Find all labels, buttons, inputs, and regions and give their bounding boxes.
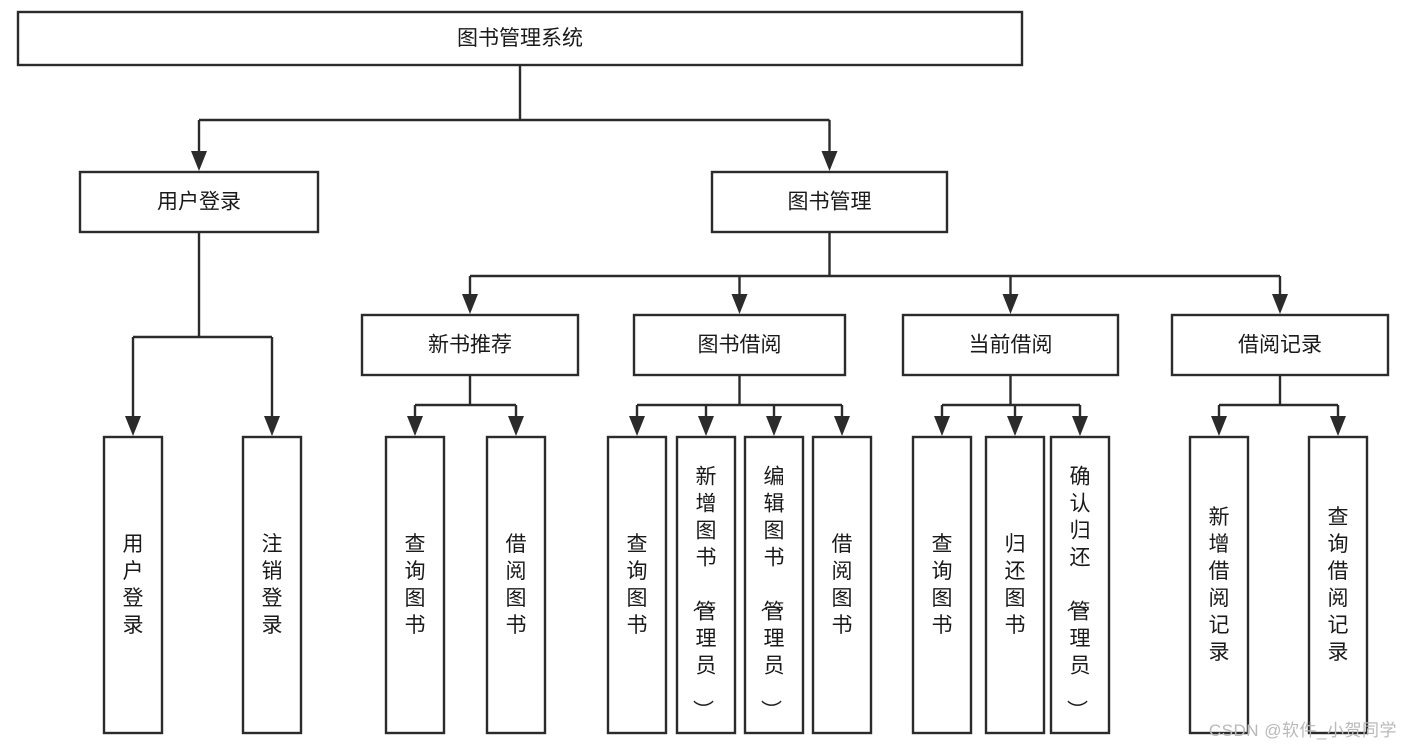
node-new-book-rec[interactable]: 新书推荐 xyxy=(360,313,580,377)
node-user-login[interactable]: 用户登录 xyxy=(78,170,320,234)
edge-arrow-leaf-query-book-bw xyxy=(629,416,645,436)
node-box-book-manage xyxy=(710,170,949,234)
node-label-book-borrow: 图书借阅 xyxy=(698,334,782,357)
edge-arrow-user-login xyxy=(191,151,207,171)
node-label-leaf-edit-book: 编辑图书（管理员） xyxy=(759,466,785,721)
edge-group-root xyxy=(191,65,838,171)
node-box-leaf-add-book xyxy=(675,435,737,735)
node-borrow-record[interactable]: 借阅记录 xyxy=(1170,313,1390,377)
edge-arrow-leaf-borrow-book-bw xyxy=(834,416,850,436)
node-leaf-add-book[interactable]: 新增图书（管理员） xyxy=(675,435,737,735)
node-leaf-add-record[interactable]: 新增借阅记录 xyxy=(1188,435,1250,735)
node-label-leaf-query-book-rec: 查询图书 xyxy=(405,533,426,637)
node-box-leaf-user-login xyxy=(102,435,164,735)
edge-group-current-borrow xyxy=(934,375,1088,436)
node-box-leaf-borrow-book-bw xyxy=(811,435,873,735)
edge-group-book-manage xyxy=(462,232,1288,314)
node-box-leaf-query-book-cb xyxy=(911,435,973,735)
node-label-leaf-query-book-bw: 查询图书 xyxy=(627,533,648,637)
node-box-leaf-query-book-rec xyxy=(384,435,446,735)
edge-arrow-leaf-add-record xyxy=(1211,416,1227,436)
node-box-leaf-edit-book xyxy=(743,435,805,735)
edge-arrow-book-manage xyxy=(821,151,838,171)
edge-arrow-leaf-borrow-book-rec xyxy=(508,416,524,436)
node-leaf-borrow-book-rec[interactable]: 借阅图书 xyxy=(485,435,547,735)
node-label-leaf-query-record: 查询借阅记录 xyxy=(1328,506,1349,664)
node-label-leaf-query-book-cb: 查询图书 xyxy=(932,533,953,637)
edge-arrow-leaf-confirm-return xyxy=(1072,416,1088,436)
node-leaf-borrow-book-bw[interactable]: 借阅图书 xyxy=(811,435,873,735)
node-label-borrow-record: 借阅记录 xyxy=(1238,334,1322,357)
node-box-root xyxy=(16,10,1024,67)
edge-group-user-login xyxy=(125,232,280,436)
node-box-leaf-add-record xyxy=(1188,435,1250,735)
node-label-leaf-logout: 注销登录 xyxy=(262,533,283,637)
node-box-leaf-confirm-return xyxy=(1049,435,1111,735)
node-leaf-logout[interactable]: 注销登录 xyxy=(241,435,303,735)
edge-arrow-leaf-return-book xyxy=(1007,416,1023,436)
node-label-leaf-return-book: 归还图书 xyxy=(1005,533,1026,637)
node-label-leaf-add-book: 新增图书（管理员） xyxy=(691,466,717,721)
node-leaf-query-book-bw[interactable]: 查询图书 xyxy=(606,435,668,735)
edge-group-book-borrow xyxy=(629,375,850,436)
node-label-user-login: 用户登录 xyxy=(157,191,241,214)
node-layer: 图书管理系统用户登录图书管理新书推荐图书借阅当前借阅借阅记录用户登录注销登录查询… xyxy=(16,10,1390,735)
node-label-leaf-confirm-return: 确认归还（管理员） xyxy=(1065,466,1091,721)
node-box-leaf-query-record xyxy=(1307,435,1369,735)
node-box-leaf-query-book-bw xyxy=(606,435,668,735)
node-box-current-borrow xyxy=(901,313,1120,377)
edge-arrow-new-book-rec xyxy=(462,294,478,314)
edge-arrow-leaf-edit-book xyxy=(766,416,782,436)
node-box-leaf-return-book xyxy=(984,435,1046,735)
node-book-manage[interactable]: 图书管理 xyxy=(710,170,949,234)
edge-arrow-current-borrow xyxy=(1002,294,1019,314)
node-leaf-edit-book[interactable]: 编辑图书（管理员） xyxy=(743,435,805,735)
node-label-leaf-add-record: 新增借阅记录 xyxy=(1209,506,1230,664)
node-box-leaf-logout xyxy=(241,435,303,735)
connector-layer xyxy=(125,65,1346,436)
edge-arrow-leaf-user-login xyxy=(125,416,141,436)
node-box-borrow-record xyxy=(1170,313,1390,377)
node-leaf-return-book[interactable]: 归还图书 xyxy=(984,435,1046,735)
node-label-book-manage: 图书管理 xyxy=(788,191,872,214)
node-book-borrow[interactable]: 图书借阅 xyxy=(632,313,847,377)
edge-arrow-leaf-query-book-cb xyxy=(934,416,950,436)
node-current-borrow[interactable]: 当前借阅 xyxy=(901,313,1120,377)
edge-arrow-leaf-add-book xyxy=(698,416,714,436)
node-box-new-book-rec xyxy=(360,313,580,377)
node-leaf-user-login[interactable]: 用户登录 xyxy=(102,435,164,735)
node-label-root: 图书管理系统 xyxy=(457,27,583,50)
node-leaf-query-book-cb[interactable]: 查询图书 xyxy=(911,435,973,735)
edge-group-borrow-record xyxy=(1211,375,1346,436)
node-label-leaf-borrow-book-rec: 借阅图书 xyxy=(506,533,527,637)
node-label-leaf-user-login: 用户登录 xyxy=(123,533,144,637)
node-label-current-borrow: 当前借阅 xyxy=(969,334,1053,357)
edge-group-new-book-rec xyxy=(407,375,524,436)
edge-arrow-leaf-query-record xyxy=(1330,416,1346,436)
node-label-new-book-rec: 新书推荐 xyxy=(428,334,512,357)
edge-arrow-book-borrow xyxy=(731,294,748,314)
node-leaf-query-book-rec[interactable]: 查询图书 xyxy=(384,435,446,735)
node-box-leaf-borrow-book-rec xyxy=(485,435,547,735)
node-leaf-confirm-return[interactable]: 确认归还（管理员） xyxy=(1049,435,1111,735)
node-label-leaf-borrow-book-bw: 借阅图书 xyxy=(832,533,853,637)
node-root[interactable]: 图书管理系统 xyxy=(16,10,1024,67)
node-leaf-query-record[interactable]: 查询借阅记录 xyxy=(1307,435,1369,735)
edge-arrow-leaf-logout xyxy=(264,416,280,436)
edge-arrow-leaf-query-book-rec xyxy=(407,416,423,436)
node-box-user-login xyxy=(78,170,320,234)
edge-arrow-borrow-record xyxy=(1272,294,1288,314)
node-box-book-borrow xyxy=(632,313,847,377)
